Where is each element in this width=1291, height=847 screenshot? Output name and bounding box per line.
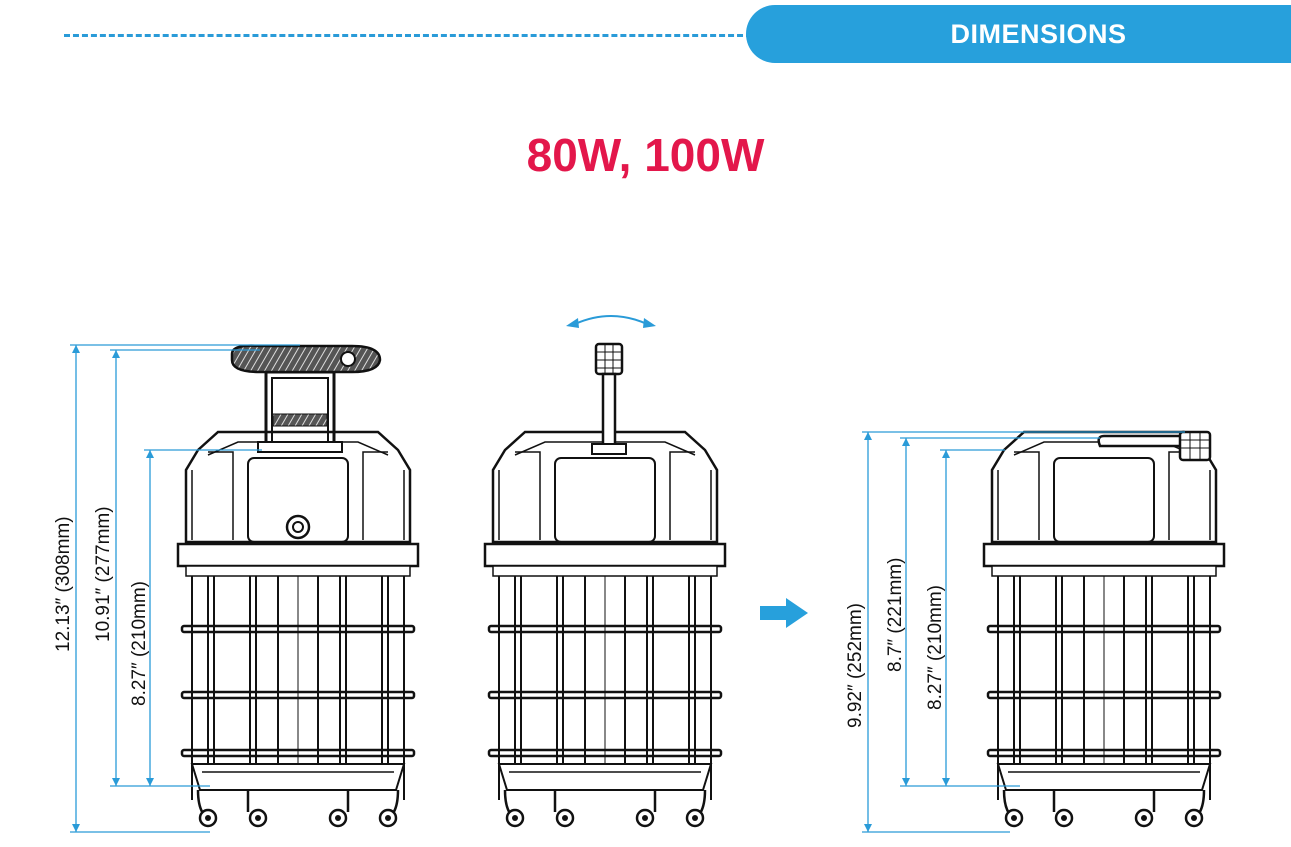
lantern-side-view <box>483 315 727 828</box>
dim-label-body-extended: 8.27″ (210mm) <box>129 581 150 706</box>
header-divider <box>64 34 752 37</box>
dim-label-handle-folded: 8.7″ (221mm) <box>885 557 906 672</box>
page-title: 80W, 100W <box>526 129 765 181</box>
dim-label-body-folded: 8.27″ (210mm) <box>925 585 946 710</box>
rotate-arrow-icon <box>566 315 656 328</box>
dim-label-handle-extended: 10.91″ (277mm) <box>93 506 114 642</box>
section-tab: DIMENSIONS <box>746 5 1291 63</box>
dim-label-total-extended: 12.13″ (308mm) <box>53 516 74 652</box>
dim-label-total-folded: 9.92″ (252mm) <box>845 603 866 728</box>
lantern-extended-view <box>176 344 420 828</box>
section-tab-label: DIMENSIONS <box>950 18 1127 49</box>
dimension-lines <box>70 344 1185 833</box>
lantern-folded-view <box>982 430 1226 828</box>
arrow-right-icon <box>760 598 808 628</box>
